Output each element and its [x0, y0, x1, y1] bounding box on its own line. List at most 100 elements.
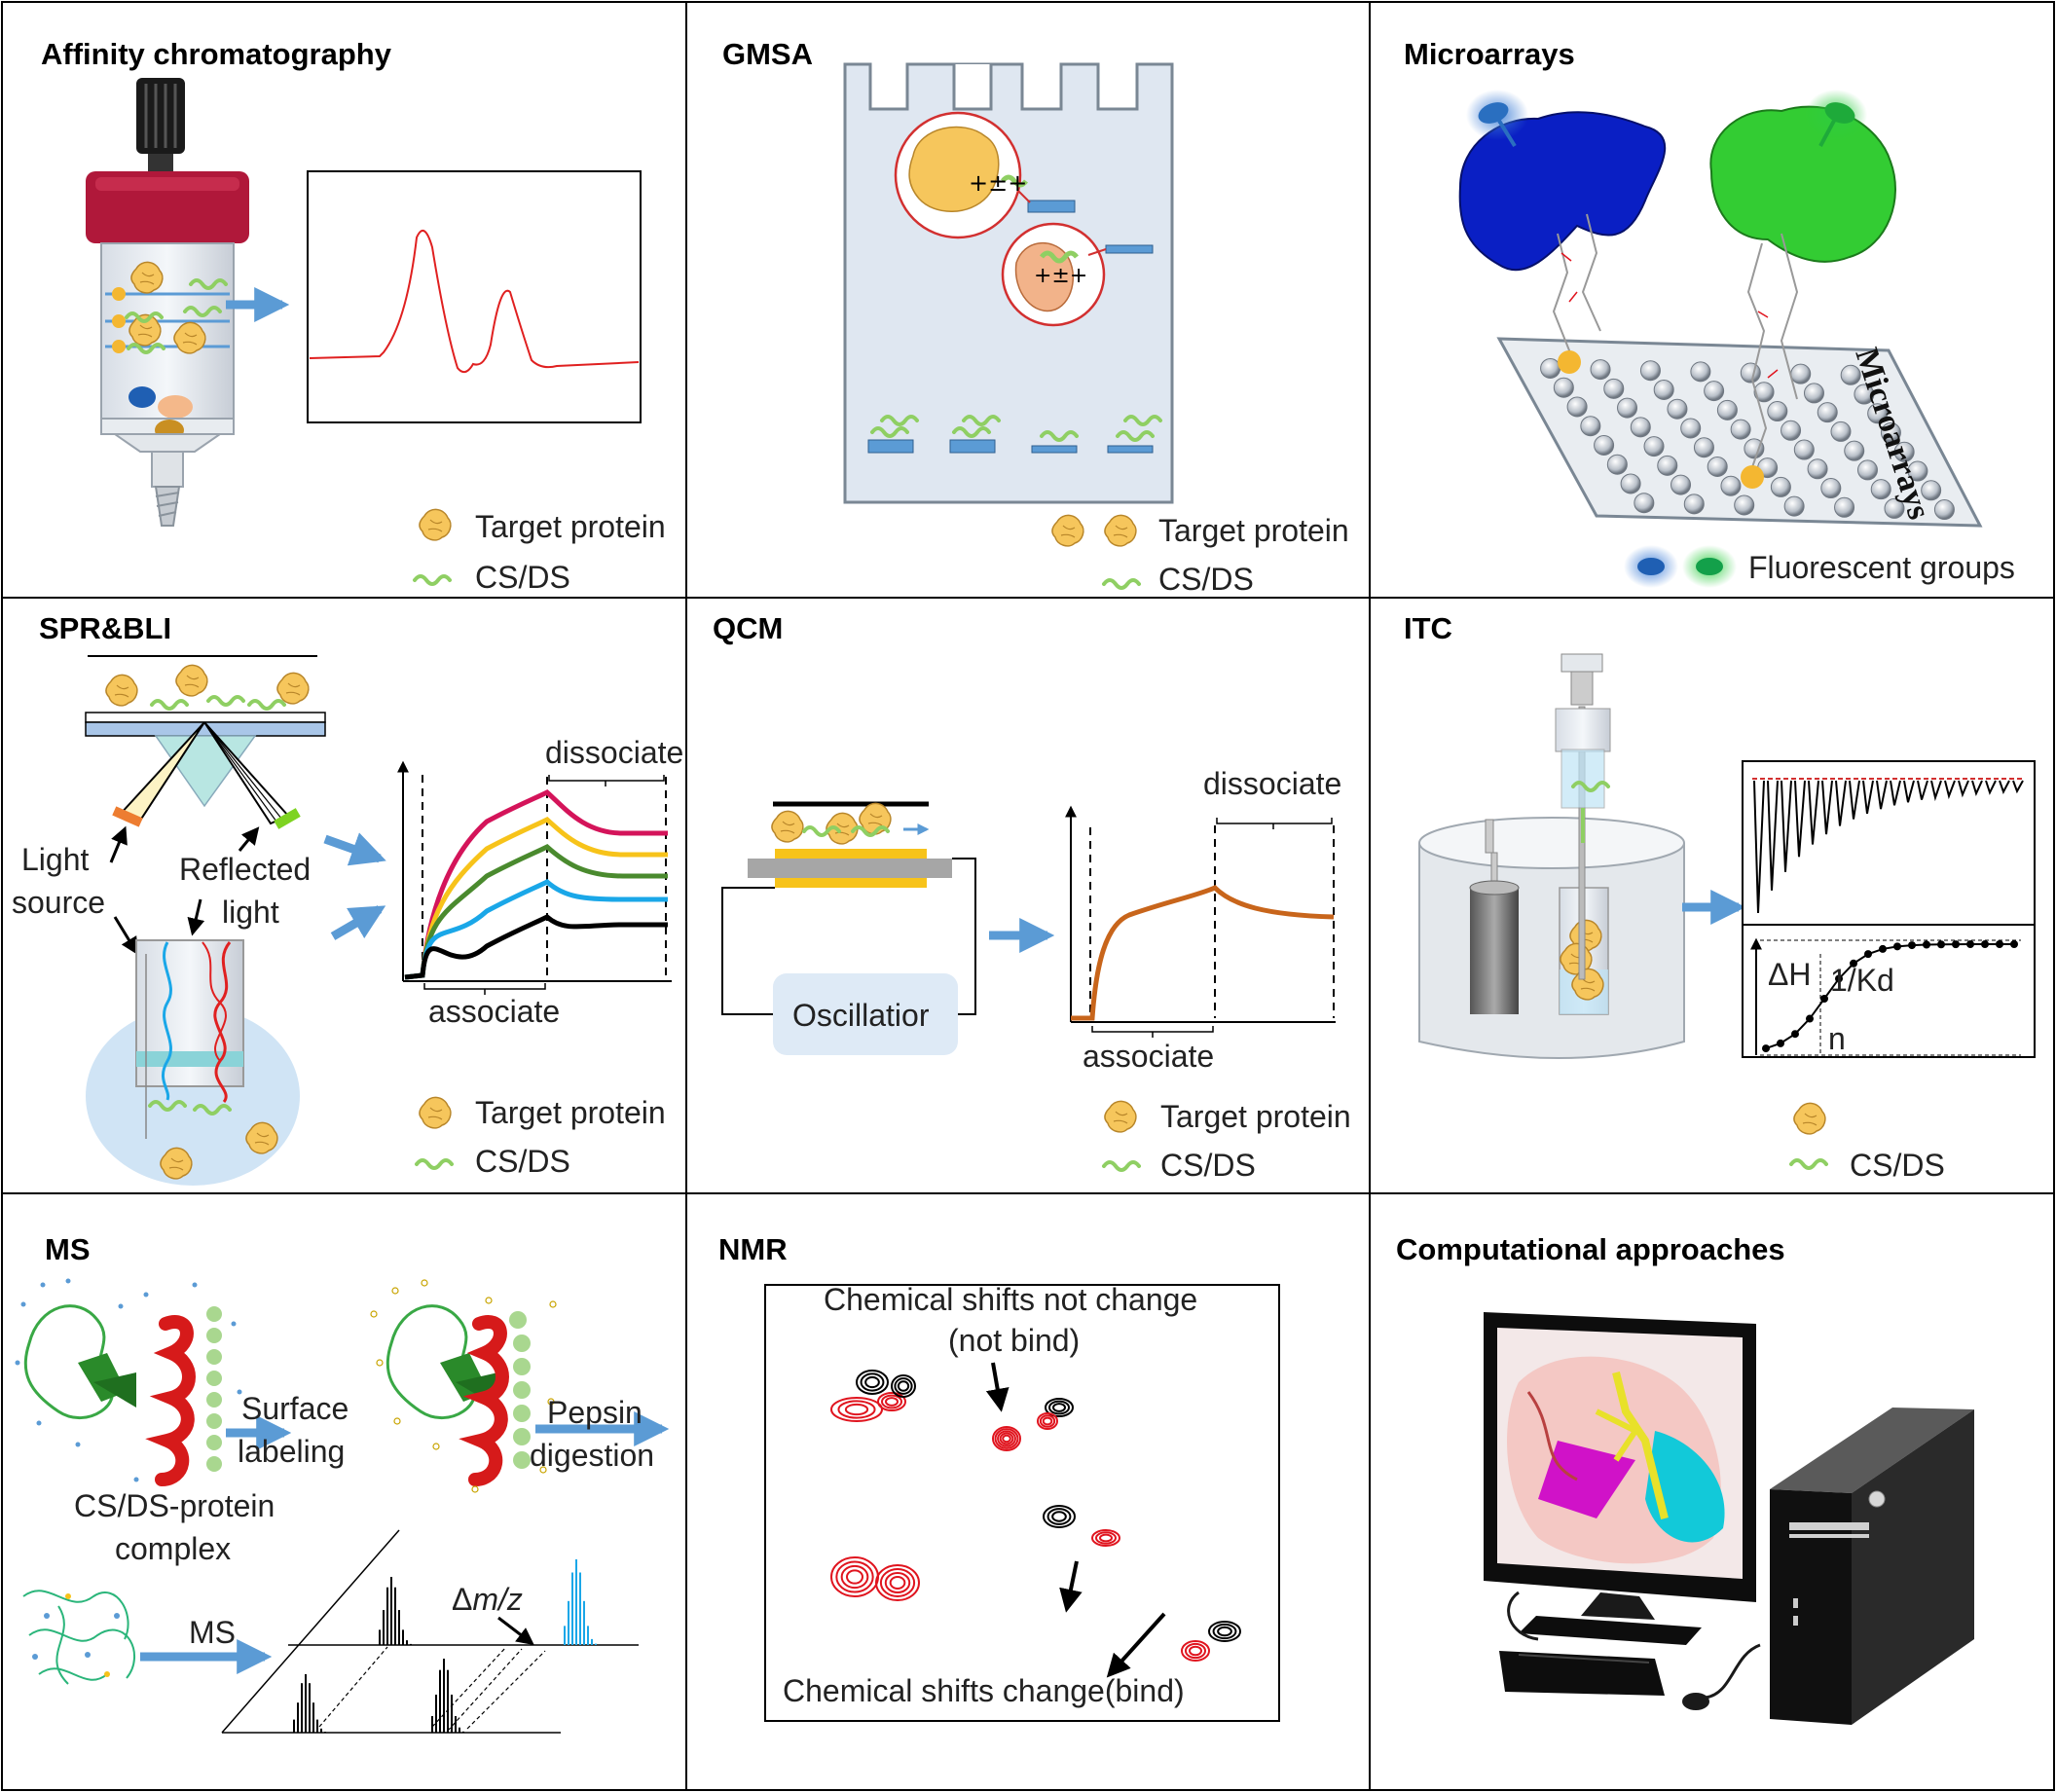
- computer-monitor-icon: [1484, 1312, 1761, 1710]
- nmr-contour: [885, 1397, 899, 1407]
- itc-calorimeter: [1418, 653, 1685, 1059]
- itc-data-point: [1952, 940, 1960, 949]
- ms-title: MS: [45, 1232, 91, 1266]
- nmr-contour: [1189, 1645, 1202, 1657]
- microarray-well: [1553, 377, 1574, 398]
- nmr-contour: [1217, 1626, 1232, 1637]
- csds-icon: [415, 1158, 454, 1170]
- itc-data-point: [1996, 940, 2003, 949]
- ms-peptides: [22, 1590, 136, 1685]
- nmr-contour: [1099, 1533, 1113, 1543]
- itc-data-point: [1850, 959, 1857, 968]
- ms-delta-prefix: Δ: [452, 1582, 472, 1617]
- ms-pepsin-1: Pepsin: [547, 1395, 642, 1430]
- microarray-well: [1580, 416, 1601, 437]
- computational-title: Computational approaches: [1396, 1232, 1785, 1266]
- microarray-well: [1653, 379, 1674, 400]
- microarray-well: [1639, 360, 1661, 382]
- blue-protein-surface: [1458, 111, 1667, 272]
- itc-data-point: [1893, 942, 1901, 951]
- nmr-contour: [884, 1572, 911, 1593]
- nmr-contour: [1051, 1511, 1067, 1522]
- spr-sensorgram-curve: [404, 914, 668, 980]
- panel-gmsa: GMSA +±+ +±+ Target protein CS/DS: [722, 37, 1349, 597]
- target-protein-icon-2: [1051, 514, 1084, 547]
- nmr-contour: [1208, 1621, 1241, 1642]
- itc-data-point: [1864, 950, 1872, 959]
- affinity-column-icon: [86, 78, 249, 527]
- itc-peak: [1999, 780, 2010, 795]
- csds-icon: [413, 574, 452, 586]
- itc-peak: [1767, 780, 1779, 891]
- microarray-well: [1817, 402, 1838, 423]
- nmr-contour: [1052, 1403, 1066, 1412]
- itc-peak: [1890, 780, 1901, 806]
- microarray-well: [1870, 479, 1891, 500]
- itc-peak: [1781, 780, 1792, 872]
- nmr-contour: [846, 1569, 863, 1585]
- itc-peak: [1971, 780, 1983, 797]
- nmr-contour: [877, 1392, 906, 1411]
- nmr-no-change-2: (not bind): [948, 1323, 1080, 1358]
- nmr-contour: [1039, 1414, 1056, 1428]
- panel-microarrays: Microarrays Microarrays Fluorescent grou…: [1404, 37, 2015, 588]
- nmr-contour: [830, 1397, 883, 1422]
- itc-peak: [1808, 780, 1819, 845]
- nmr-contour: [1095, 1531, 1117, 1545]
- affinity-legend-protein: Target protein: [475, 509, 666, 544]
- microarray-well: [1793, 439, 1815, 460]
- microarray-well: [1856, 459, 1878, 481]
- panel-affinity: Affinity chromatography: [41, 37, 666, 595]
- itc-data-point: [1937, 940, 1945, 949]
- itc-data-point: [1879, 944, 1887, 953]
- nmr-contour: [856, 1370, 889, 1395]
- qcm-legend-csds: CS/DS: [1160, 1148, 1256, 1183]
- green-protein-surface: [1709, 105, 1896, 263]
- svg-text:Δm/z: Δm/z: [452, 1582, 523, 1617]
- nmr-contour: [1091, 1529, 1120, 1547]
- microarray-well: [1907, 460, 1928, 482]
- itc-peak: [1944, 780, 1956, 800]
- microarray-well: [1933, 499, 1955, 521]
- microarray-well: [1693, 437, 1714, 458]
- itc-peak: [1985, 780, 1997, 795]
- itc-data-point: [2010, 940, 2018, 949]
- microarray-well: [1667, 398, 1688, 420]
- microarray-well: [1730, 419, 1751, 440]
- nmr-change-label: Chemical shifts change(bind): [783, 1673, 1185, 1708]
- qcm-legend-protein: Target protein: [1160, 1099, 1351, 1134]
- microarray-well: [1540, 357, 1561, 379]
- target-protein-icon: [1793, 1102, 1826, 1135]
- target-protein-icon: [419, 1096, 452, 1129]
- microarray-well: [1753, 382, 1775, 403]
- panel-itc: ITC ΔH 1/Kd: [1404, 611, 2036, 1183]
- microarray-well: [1720, 475, 1742, 496]
- itc-peak: [1753, 780, 1765, 914]
- affinity-title: Affinity chromatography: [41, 37, 392, 71]
- nmr-spectrum-frame: [764, 1284, 1280, 1722]
- gmsa-legend-protein: Target protein: [1158, 513, 1349, 548]
- microarray-well: [1840, 364, 1861, 385]
- microarray-well: [1734, 494, 1755, 516]
- nmr-no-change-1: Chemical shifts not change: [824, 1282, 1197, 1317]
- nmr-cross-peaks: [830, 1370, 1241, 1662]
- target-protein-icon: [1104, 1100, 1137, 1133]
- microarray-well: [1566, 396, 1588, 418]
- spr-dissociate: dissociate: [545, 735, 683, 770]
- itc-peak: [1958, 780, 1969, 798]
- nmr-contour: [999, 1432, 1014, 1445]
- microarray-well: [1670, 474, 1692, 495]
- microarray-well: [1884, 497, 1905, 519]
- itc-plot-frame: [1742, 760, 2036, 1058]
- itc-data-point: [1791, 1030, 1799, 1039]
- csds-icon: [1789, 1158, 1828, 1170]
- microarray-wells: [1540, 357, 1955, 521]
- microarrays-legend-fluor: Fluorescent groups: [1748, 550, 2015, 585]
- microarray-well: [1744, 438, 1765, 459]
- ms-pepsin-2: digestion: [530, 1438, 654, 1473]
- spr-reflected-2: light: [222, 895, 279, 930]
- ms-surface-labeling-2: labeling: [238, 1434, 345, 1469]
- microarray-well: [1594, 434, 1615, 456]
- spr-light-source-1: Light: [21, 842, 90, 877]
